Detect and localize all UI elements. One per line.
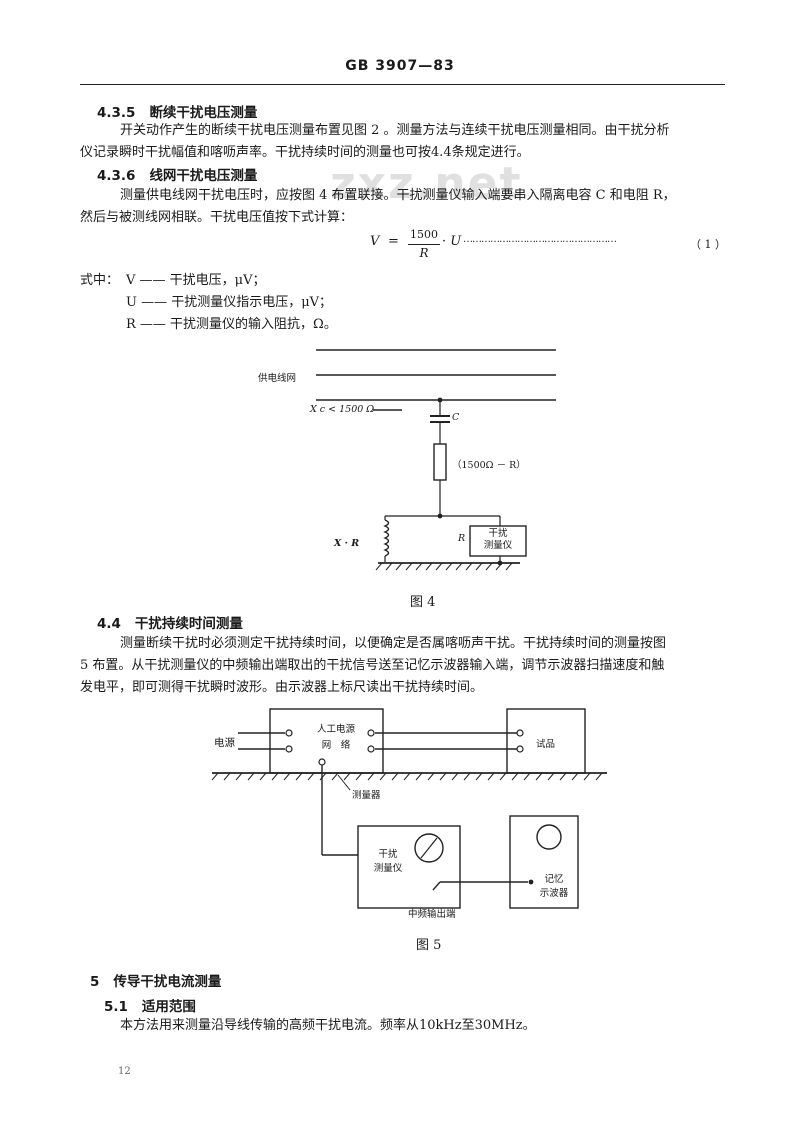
formula-numerator: 1500	[410, 228, 438, 241]
figure-4-caption: 图 4	[410, 595, 436, 610]
ground-hatching	[211, 772, 603, 781]
section-title: 线网干扰电压测量	[149, 168, 258, 184]
meter-label-line1: 干扰	[378, 849, 398, 860]
paragraph-line: 测量供电线网干扰电压时，应按图 4 布置联接。干扰测量仪输入端要串入隔离电容 C…	[120, 188, 676, 203]
probe-leader	[337, 774, 351, 791]
scope-screen	[536, 824, 562, 850]
formula-lhs: V	[370, 234, 380, 249]
where-label: 式中：	[80, 273, 120, 288]
paragraph-line: 测量断续干扰时必须测定干扰持续时间，以便确定是否属喀呖声干扰。干扰持续时间的测量…	[120, 636, 667, 651]
meter-label-line1: 干扰	[488, 528, 508, 539]
section-number: 5	[90, 974, 100, 990]
meter-label: 干扰 测量仪	[472, 528, 524, 552]
definition-r: R —— 干扰测量仪的输入阻抗，Ω。	[126, 317, 337, 332]
series-resistor-label: （1500Ω － R）	[452, 460, 526, 471]
section-4-4-heading: 4.4 干扰持续时间测量	[97, 612, 243, 632]
scope-label: 记忆 示波器	[532, 873, 576, 901]
formula-dots: ……………………………………………	[463, 234, 617, 245]
input-impedance-label: R	[458, 533, 466, 544]
supply-line-label: 供电线网	[258, 373, 297, 384]
section-title: 传导干扰电流测量	[113, 974, 222, 990]
paragraph-line: 发电平，即可测得干扰瞬时波形。由示波器上标尺读出干扰持续时间。	[80, 680, 484, 695]
formula-rhs: · U	[442, 234, 462, 249]
standard-code-header: GB 3907—83	[345, 58, 455, 74]
watermark: zxz.net	[330, 158, 523, 209]
definition-u: U —— 干扰测量仪指示电压，μV；	[126, 295, 333, 310]
section-4-3-6-heading: 4.3.6 线网干扰电压测量	[97, 164, 257, 184]
scope-label-line2: 示波器	[539, 888, 569, 899]
meter-needle	[420, 837, 438, 859]
header-rule	[80, 84, 725, 85]
inductor-symbol	[383, 519, 390, 557]
meter-dial	[414, 833, 444, 863]
power-source-label: 电源	[214, 737, 235, 749]
section-number: 5.1	[104, 999, 128, 1015]
capacitor-label: C	[452, 412, 460, 423]
meter-label: 干扰 测量仪	[368, 848, 408, 876]
section-4-3-5-heading: 4.3.5 断续干扰电压测量	[97, 101, 257, 121]
xc-label: X c < 1500 Ω	[310, 404, 375, 415]
load-impedance-label: X · R	[334, 538, 360, 549]
definition-v: V —— 干扰电压，μV；	[126, 273, 266, 288]
formula-equals: =	[388, 234, 399, 249]
ground-hatching	[375, 562, 513, 571]
paragraph-line: 本方法用来测量沿导线传输的高频干扰电流。频率从10kHz至30MHz。	[120, 1018, 536, 1033]
section-5-heading: 5 传导干扰电流测量	[90, 970, 221, 990]
if-output-label: 中频输出端	[408, 909, 456, 920]
section-title: 断续干扰电压测量	[149, 105, 258, 121]
network-label-line2: 网 络	[321, 740, 351, 751]
paragraph-line: 开关动作产生的断续干扰电压测量布置见图 2 。测量方法与连续干扰电压测量相同。由…	[120, 123, 670, 138]
sample-label: 试品	[536, 739, 556, 750]
paragraph-line: 仪记录瞬时干扰幅值和喀呖声率。干扰持续时间的测量也可按4.4条规定进行。	[80, 145, 530, 160]
network-label-line1: 人工电源	[316, 724, 355, 735]
formula-number: （ 1 ）	[690, 238, 726, 251]
network-label: 人工电源 网 络	[298, 722, 374, 754]
if-output-jack	[432, 881, 441, 891]
section-title: 适用范围	[141, 999, 196, 1015]
paragraph-line: 5 布置。从干扰测量仪的中频输出端取出的干扰信号送至记忆示波器输入端，调节示波器…	[80, 658, 665, 673]
meter-label-line2: 测量仪	[483, 540, 513, 551]
section-number: 4.3.5	[97, 105, 136, 121]
meter-label-line2: 测量仪	[373, 863, 403, 874]
fraction-bar	[408, 244, 440, 245]
probe-label: 测量器	[352, 790, 381, 801]
scope-label-line1: 记忆	[544, 874, 564, 885]
paragraph-line: 然后与被测线网相联。干扰电压值按下式计算：	[80, 210, 354, 225]
page-number: 12	[118, 1066, 131, 1077]
resistor-symbol	[433, 443, 447, 481]
figure-5-caption: 图 5	[416, 938, 442, 953]
section-title: 干扰持续时间测量	[134, 616, 243, 632]
section-number: 4.4	[97, 616, 121, 632]
section-number: 4.3.6	[97, 168, 136, 184]
section-5-1-heading: 5.1 适用范围	[104, 995, 196, 1015]
formula-denominator: R	[419, 246, 429, 260]
